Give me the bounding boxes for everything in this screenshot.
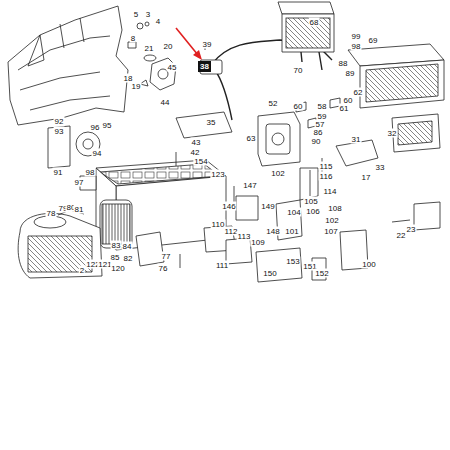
callout-number: 113 <box>237 232 252 241</box>
callout-number: 61 <box>339 104 350 113</box>
callout-number: 93 <box>54 127 65 136</box>
callout-number: 109 <box>250 238 265 247</box>
callout-number: 146 <box>221 202 236 211</box>
callout-number: 84 <box>122 242 133 251</box>
pointer-arrow <box>176 28 202 60</box>
callout-number: 98 <box>351 42 362 51</box>
callout-number: 20 <box>163 42 174 51</box>
callout-number: 97 <box>74 178 85 187</box>
callout-number: 3 <box>145 10 151 19</box>
callout-number: 92 <box>54 117 65 126</box>
callout-number: 111 <box>215 261 229 270</box>
callout-number: 60 <box>293 102 304 111</box>
callout-number: 88 <box>338 59 349 68</box>
callout-number: 76 <box>158 264 169 273</box>
callout-number: 32 <box>387 129 398 138</box>
callout-number: 60 <box>343 96 354 105</box>
callout-number: 153 <box>285 257 300 266</box>
callout-number: 52 <box>268 99 279 108</box>
callout-number: 120 <box>110 264 125 273</box>
callout-number: 43 <box>191 138 202 147</box>
callout-number: 78 <box>46 209 57 218</box>
callout-number: 17 <box>361 173 372 182</box>
callout-number: 81 <box>74 205 85 214</box>
callout-number: 123 <box>210 170 225 179</box>
callout-number: 107 <box>323 227 338 236</box>
callout-number: 91 <box>53 168 64 177</box>
callout-number: 108 <box>327 204 342 213</box>
callout-number: 2 <box>79 266 85 275</box>
callout-number: 100 <box>361 260 376 269</box>
callout-number: 68 <box>309 18 320 27</box>
callout-number: 38 <box>200 62 209 71</box>
callout-number: 150 <box>262 269 277 278</box>
callout-number: 83 <box>111 241 122 250</box>
callout-number: 82 <box>123 254 134 263</box>
callout-number: 105 <box>303 197 318 206</box>
callout-number: 116 <box>319 172 334 181</box>
callout-number: 63 <box>246 134 257 143</box>
callout-number: 23 <box>406 225 417 234</box>
callout-number: 148 <box>265 227 280 236</box>
callout-number: 95 <box>102 121 113 130</box>
callout-number: 90 <box>311 137 322 146</box>
callout-number: 98 <box>85 168 96 177</box>
callout-number: 89 <box>345 69 356 78</box>
callout-number: 149 <box>260 202 275 211</box>
callout-number: 104 <box>286 208 301 217</box>
highlighted-callout: 38 <box>198 61 211 72</box>
callout-number: 101 <box>284 227 299 236</box>
callout-number: 5 <box>133 10 139 19</box>
callout-number: 106 <box>305 207 320 216</box>
callout-number: 39 <box>202 40 213 49</box>
callout-number: 94 <box>92 149 103 158</box>
callout-number: 62 <box>353 88 364 97</box>
callout-number: 58 <box>317 102 328 111</box>
callout-number: 147 <box>242 181 257 190</box>
callout-number: 45 <box>167 63 178 72</box>
callout-number: 154 <box>193 157 208 166</box>
callout-number: 115 <box>319 162 334 171</box>
callout-number: 19 <box>131 82 142 91</box>
callout-number: 70 <box>293 66 304 75</box>
callout-number: 69 <box>368 36 379 45</box>
callout-number: 96 <box>90 123 101 132</box>
callout-number: 152 <box>314 269 329 278</box>
callout-number: 99 <box>351 32 362 41</box>
callout-number: 31 <box>351 135 362 144</box>
callout-number: 33 <box>375 163 386 172</box>
callout-number: 102 <box>324 216 339 225</box>
callout-number: 35 <box>206 118 217 127</box>
callout-number: 44 <box>160 98 171 107</box>
callout-number: 114 <box>323 187 338 196</box>
callout-number: 8 <box>130 34 136 43</box>
callout-number: 102 <box>270 169 285 178</box>
callout-number: 21 <box>144 44 155 53</box>
callout-number: 86 <box>313 128 324 137</box>
callout-number: 4 <box>155 17 161 26</box>
callout-number: 77 <box>161 252 172 261</box>
callout-number: 42 <box>190 148 201 157</box>
